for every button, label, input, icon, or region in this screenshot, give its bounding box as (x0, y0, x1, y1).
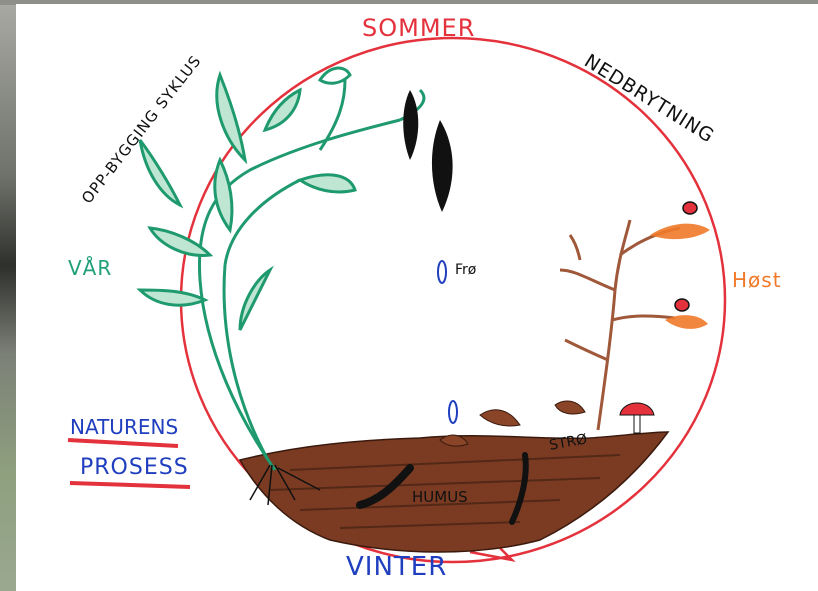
seed-pod (403, 90, 418, 160)
ladybug (675, 299, 689, 311)
seed-pod (432, 120, 453, 212)
label-summer: SOMMER (362, 14, 475, 42)
autumn-leaves (650, 224, 710, 239)
bare-tree (560, 220, 680, 430)
seed (449, 401, 457, 423)
litter-leaf (480, 410, 520, 426)
ladybug (683, 202, 697, 214)
label-spring: VÅR (68, 256, 112, 280)
title-line-1: NATURENS (70, 415, 178, 439)
label-humus: HUMUS (412, 488, 468, 506)
label-seed: Frø (455, 262, 476, 278)
seed (438, 261, 446, 283)
label-winter: VINTER (346, 552, 447, 582)
title-underline (70, 483, 190, 487)
title-line-2: PROSESS (80, 455, 189, 480)
mushroom-cap (620, 403, 654, 415)
label-autumn: Høst (732, 268, 782, 292)
litter-leaf (555, 401, 585, 414)
mushroom-stem (634, 415, 640, 433)
title-underline (68, 440, 178, 446)
